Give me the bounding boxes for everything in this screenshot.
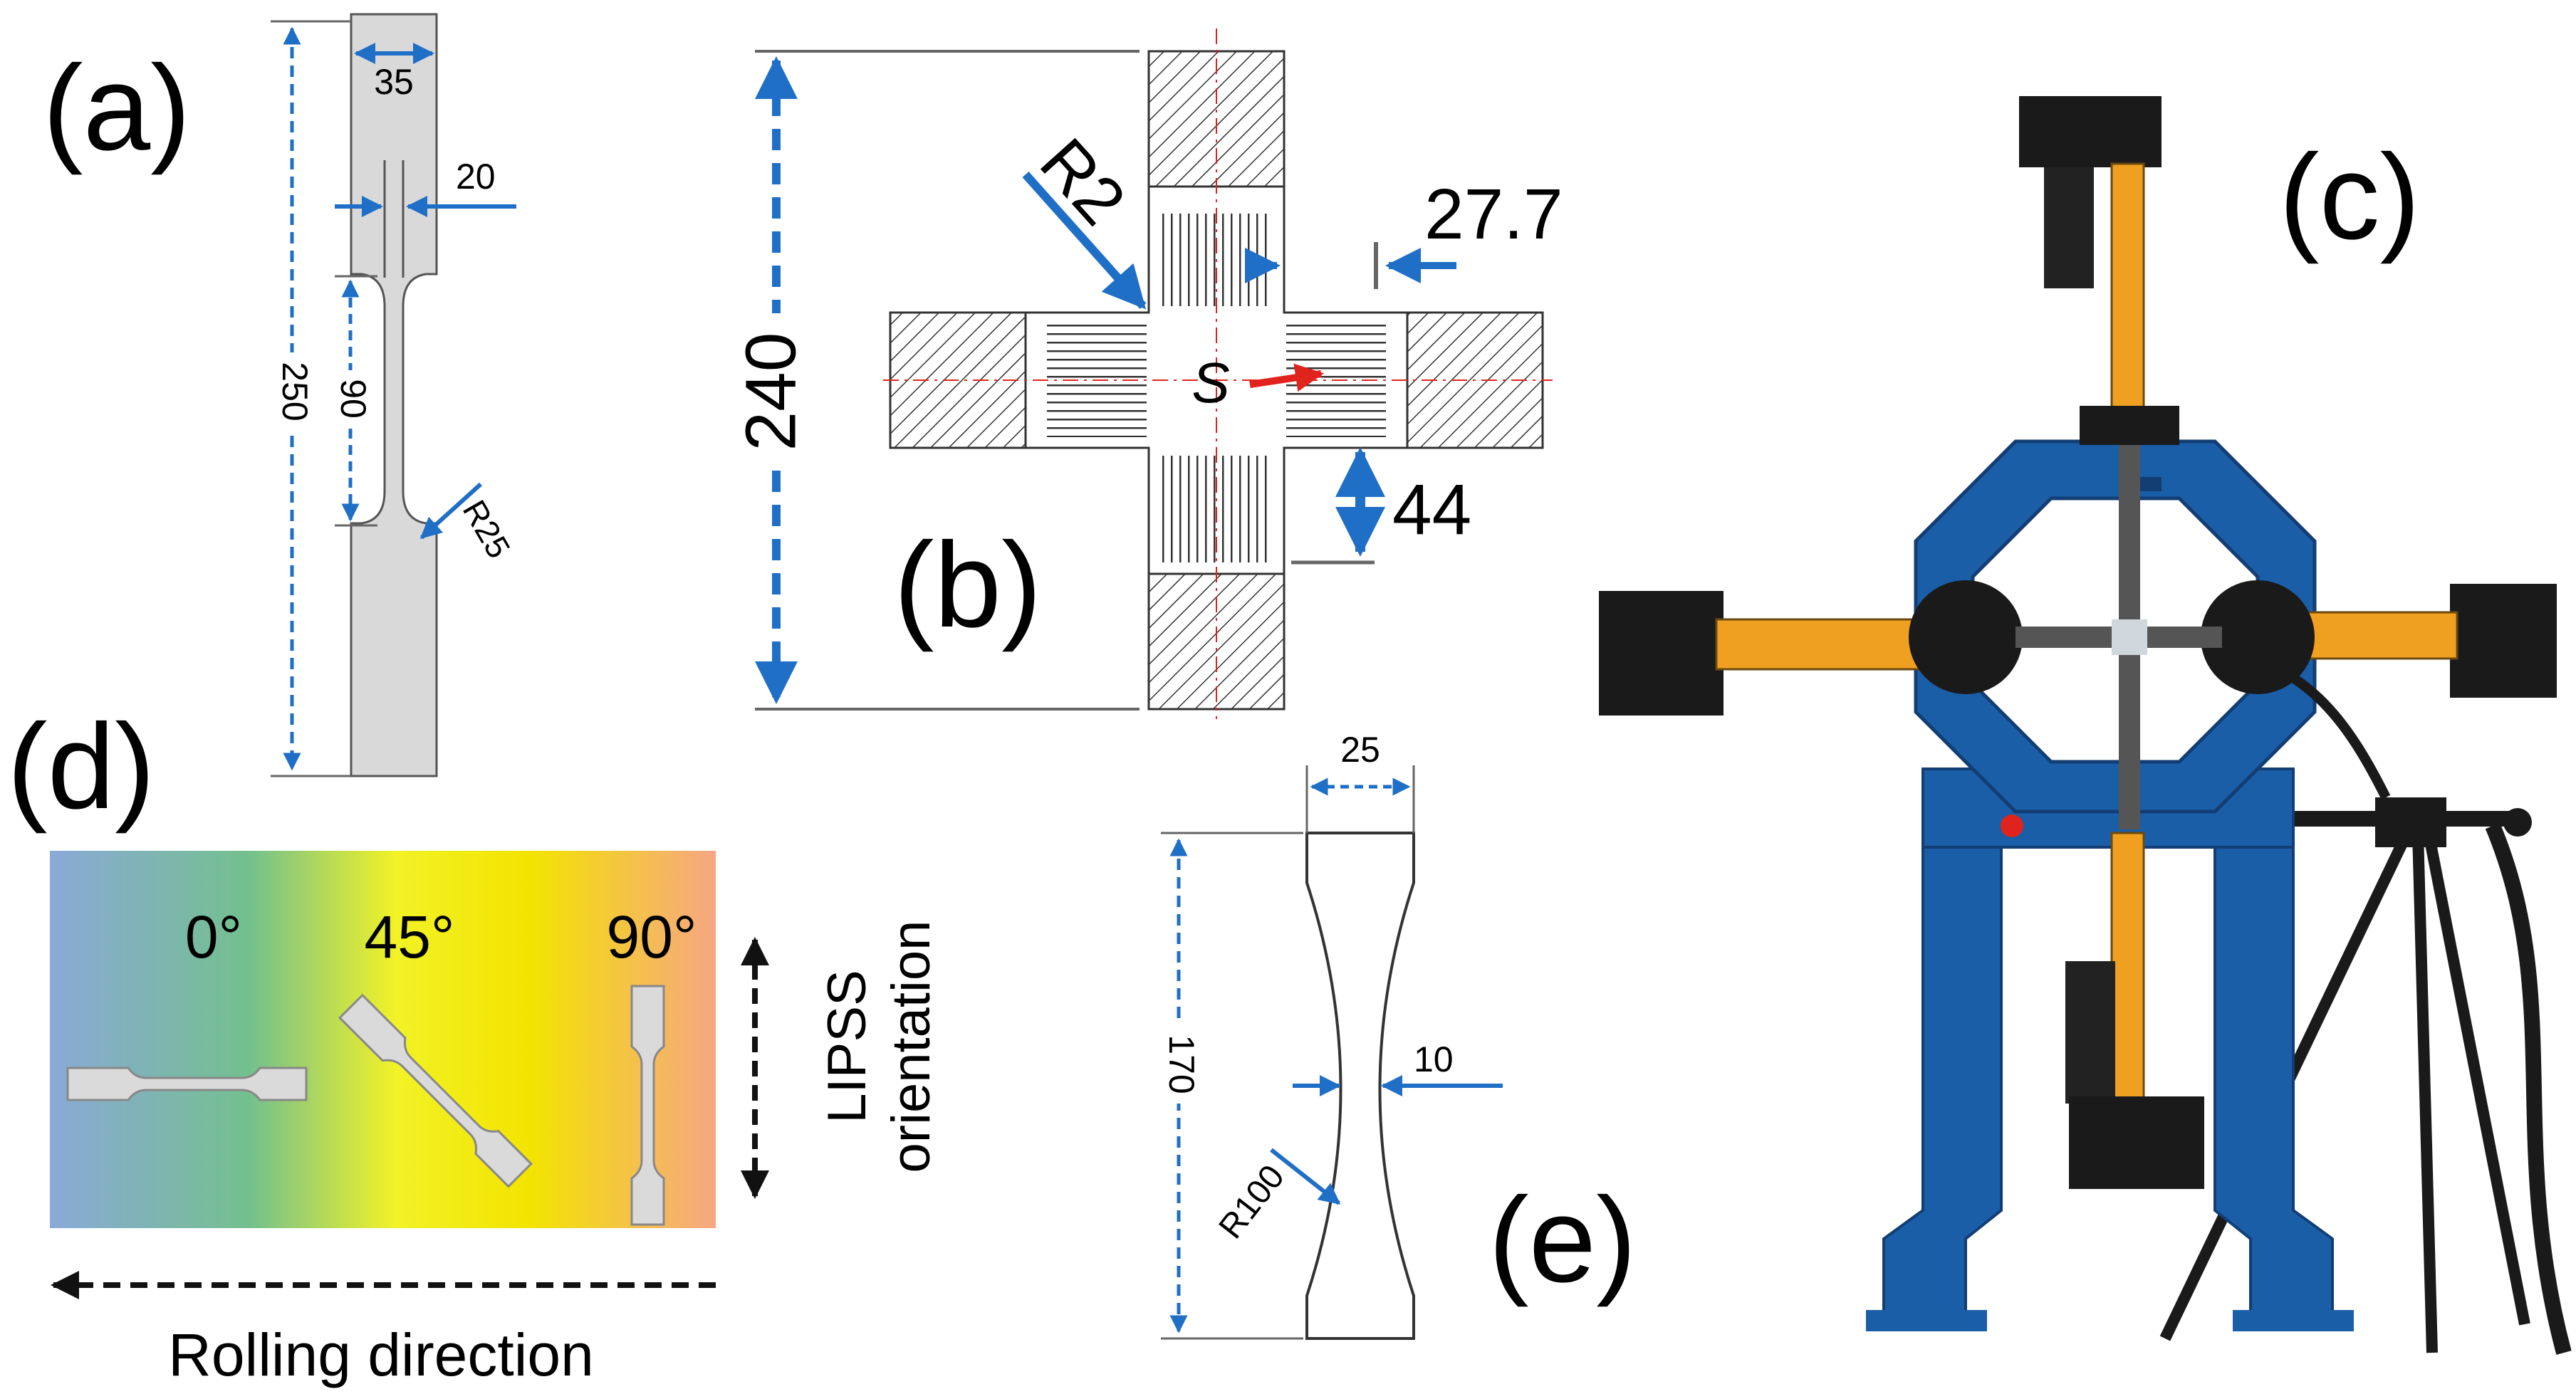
panel-a-dim-250-gap — [274, 352, 310, 431]
panel-d-label: (d) — [7, 699, 155, 834]
actuator-left-housing — [1599, 591, 1724, 716]
actuator-bottom-motor — [2065, 961, 2115, 1104]
panel-e-specimen — [1305, 832, 1415, 1340]
panel-e-dim-170-gap — [1161, 1025, 1196, 1104]
panel-a-dim-35: 35 — [374, 62, 414, 102]
panel-a: (a) 35 20 250 90 R25 — [43, 13, 518, 777]
actuator-top-rod — [2110, 162, 2145, 429]
panel-b-center-mark: S — [1191, 351, 1229, 414]
machine-base-foot-right — [2233, 1310, 2354, 1331]
actuator-bottom-housing — [2069, 1096, 2204, 1189]
camera-cables — [2241, 650, 2391, 800]
panel-d-angle-0: 0° — [185, 903, 242, 970]
panel-e-label: (e) — [1488, 1173, 1637, 1308]
machine-leg-right — [2213, 767, 2334, 1319]
panel-d-specimen-90 — [630, 985, 665, 1226]
actuator-right-housing — [2450, 584, 2557, 698]
panel-a-dim-250: 250 — [275, 362, 315, 421]
panel-e: (e) 25 170 10 R100 — [1161, 730, 1637, 1340]
panel-d-specimen-0 — [66, 1067, 308, 1101]
biaxial-machine-photo — [1599, 96, 2572, 1355]
panel-d: (d) 0° 45° 90° LIPSS orientation Rolling… — [7, 699, 942, 1388]
actuator-top-base — [2080, 406, 2179, 445]
panel-e-dim-170: 170 — [1162, 1034, 1201, 1094]
panel-e-dim-R100: R100 — [1212, 1158, 1292, 1246]
panel-e-dim-R100-arrow — [1270, 1148, 1341, 1205]
machine-leg-left — [1882, 767, 2003, 1319]
emergency-stop — [2001, 814, 2023, 837]
panel-d-lipss-label-2: orientation — [881, 921, 942, 1173]
panel-d-rolling-label: Rolling direction — [168, 1321, 594, 1388]
panel-a-label: (a) — [43, 41, 191, 176]
panel-b: (b) S 240 R2 27.7 — [731, 28, 1563, 719]
panel-d-lipss-label-1: LIPSS — [817, 970, 877, 1123]
actuator-top-housing — [2019, 96, 2162, 167]
panel-b-red-arrow — [1249, 363, 1324, 392]
actuator-bottom-rod — [2110, 832, 2145, 1133]
actuator-left-rod — [1715, 618, 1939, 671]
panel-a-dim-20: 20 — [456, 157, 496, 197]
panel-b-dim-R2: R2 — [1026, 125, 1140, 239]
actuator-right-flange — [2201, 580, 2315, 694]
panel-b-dim-R2-arrow — [1022, 172, 1147, 310]
panel-e-dim-10: 10 — [1414, 1039, 1454, 1079]
panel-d-angle-90: 90° — [606, 903, 697, 970]
cruciform-specimen — [2112, 619, 2147, 655]
panel-d-specimen-45 — [338, 993, 533, 1188]
panel-c: (c) — [1599, 96, 2572, 1355]
panel-e-dim-25: 25 — [1340, 730, 1380, 770]
panel-b-dim-240-gap — [734, 313, 819, 470]
machine-base-foot-left — [1866, 1310, 1987, 1331]
panel-a-dim-90-gap — [335, 370, 367, 427]
panel-b-dim-44: 44 — [1392, 470, 1471, 550]
panel-a-dim-R25: R25 — [456, 494, 518, 565]
panel-a-dim-R25-arrow — [419, 482, 483, 540]
panel-c-label: (c) — [2279, 130, 2420, 265]
panel-b-label: (b) — [894, 518, 1042, 653]
panel-b-dim-27.7: 27.7 — [1424, 174, 1563, 254]
panel-a-dim-90: 90 — [333, 379, 373, 419]
panel-d-angle-45: 45° — [364, 903, 454, 970]
actuator-top-motor — [2044, 167, 2094, 288]
actuator-left-flange — [1909, 580, 2023, 694]
panel-b-dim-240: 240 — [731, 332, 810, 451]
